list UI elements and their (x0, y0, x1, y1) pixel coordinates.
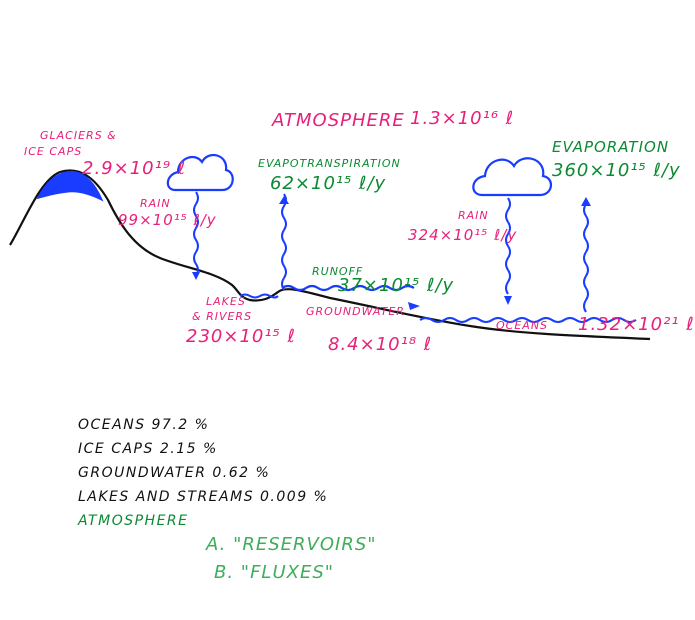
glaciers-label-line1: Glaciers & (40, 129, 117, 142)
evapotranspiration-arrow (281, 193, 287, 291)
evapotranspiration-value: 62×10¹⁵ ℓ/y (270, 173, 387, 194)
percent-ice-caps: Ice caps 2.15 % (78, 441, 218, 457)
evaporation-label: Evaporation (552, 138, 670, 156)
atmosphere-label: Atmosphere (272, 110, 405, 131)
water-cycle-diagram: Atmosphere 1.3×10¹⁶ ℓ Glaciers & Ice cap… (9, 108, 694, 583)
percent-groundwater: Groundwater 0.62 % (78, 465, 271, 481)
ocean-surface (419, 317, 637, 323)
evaporation-value: 360×10¹⁵ ℓ/y (552, 160, 681, 181)
runoff-water (281, 284, 415, 292)
runoff-label: Runoff (312, 265, 364, 278)
groundwater-value: 8.4×10¹⁸ ℓ (328, 334, 433, 355)
atmosphere-value: 1.3×10¹⁶ ℓ (410, 108, 515, 129)
glaciers-value: 2.9×10¹⁹ ℓ (82, 158, 187, 179)
runoff-arrowhead (408, 302, 420, 310)
rain-ocean-arrowhead (504, 296, 512, 305)
runoff-value: 37×10¹⁵ ℓ/y (338, 275, 455, 296)
groundwater-label: Groundwater (306, 305, 405, 318)
rain-land-label: Rain (140, 197, 171, 210)
glacier-cap (36, 170, 104, 202)
rain-land-arrowhead (192, 272, 200, 280)
cloud-ocean (472, 157, 552, 197)
lakes-value: 230×10¹⁵ ℓ (186, 326, 296, 347)
lakes-label-line2: & Rivers (192, 310, 253, 323)
evaporation-arrowhead (581, 197, 591, 206)
rain-ocean-value: 324×10¹⁵ ℓ/y (408, 226, 518, 244)
rain-ocean-arrow (505, 197, 511, 295)
rain-ocean-label: Rain (458, 209, 489, 222)
diagram-drawing (9, 153, 651, 341)
note-fluxes: B. "Fluxes" (214, 562, 335, 583)
rain-land-arrow (193, 191, 199, 277)
rain-land-value: 99×10¹⁵ ℓ/y (118, 211, 217, 229)
oceans-value: 1.32×10²¹ ℓ (578, 314, 695, 335)
glaciers-label-line2: Ice caps (24, 145, 83, 158)
lakes-label-line1: Lakes (206, 295, 246, 308)
oceans-label: Oceans (496, 319, 549, 332)
percent-atmosphere: Atmosphere (78, 513, 189, 529)
evapotranspiration-label: Evapotranspiration (258, 157, 401, 170)
percent-oceans: Oceans 97.2 % (78, 417, 210, 433)
note-reservoirs: A. "Reservoirs" (206, 534, 377, 555)
percent-lakes-streams: Lakes and Streams 0.009 % (78, 489, 329, 505)
evapotranspiration-arrowhead (279, 196, 289, 204)
lake-water (239, 293, 279, 299)
terrain-line (9, 169, 651, 341)
evaporation-arrow (583, 203, 589, 313)
cloud-land (166, 153, 234, 192)
